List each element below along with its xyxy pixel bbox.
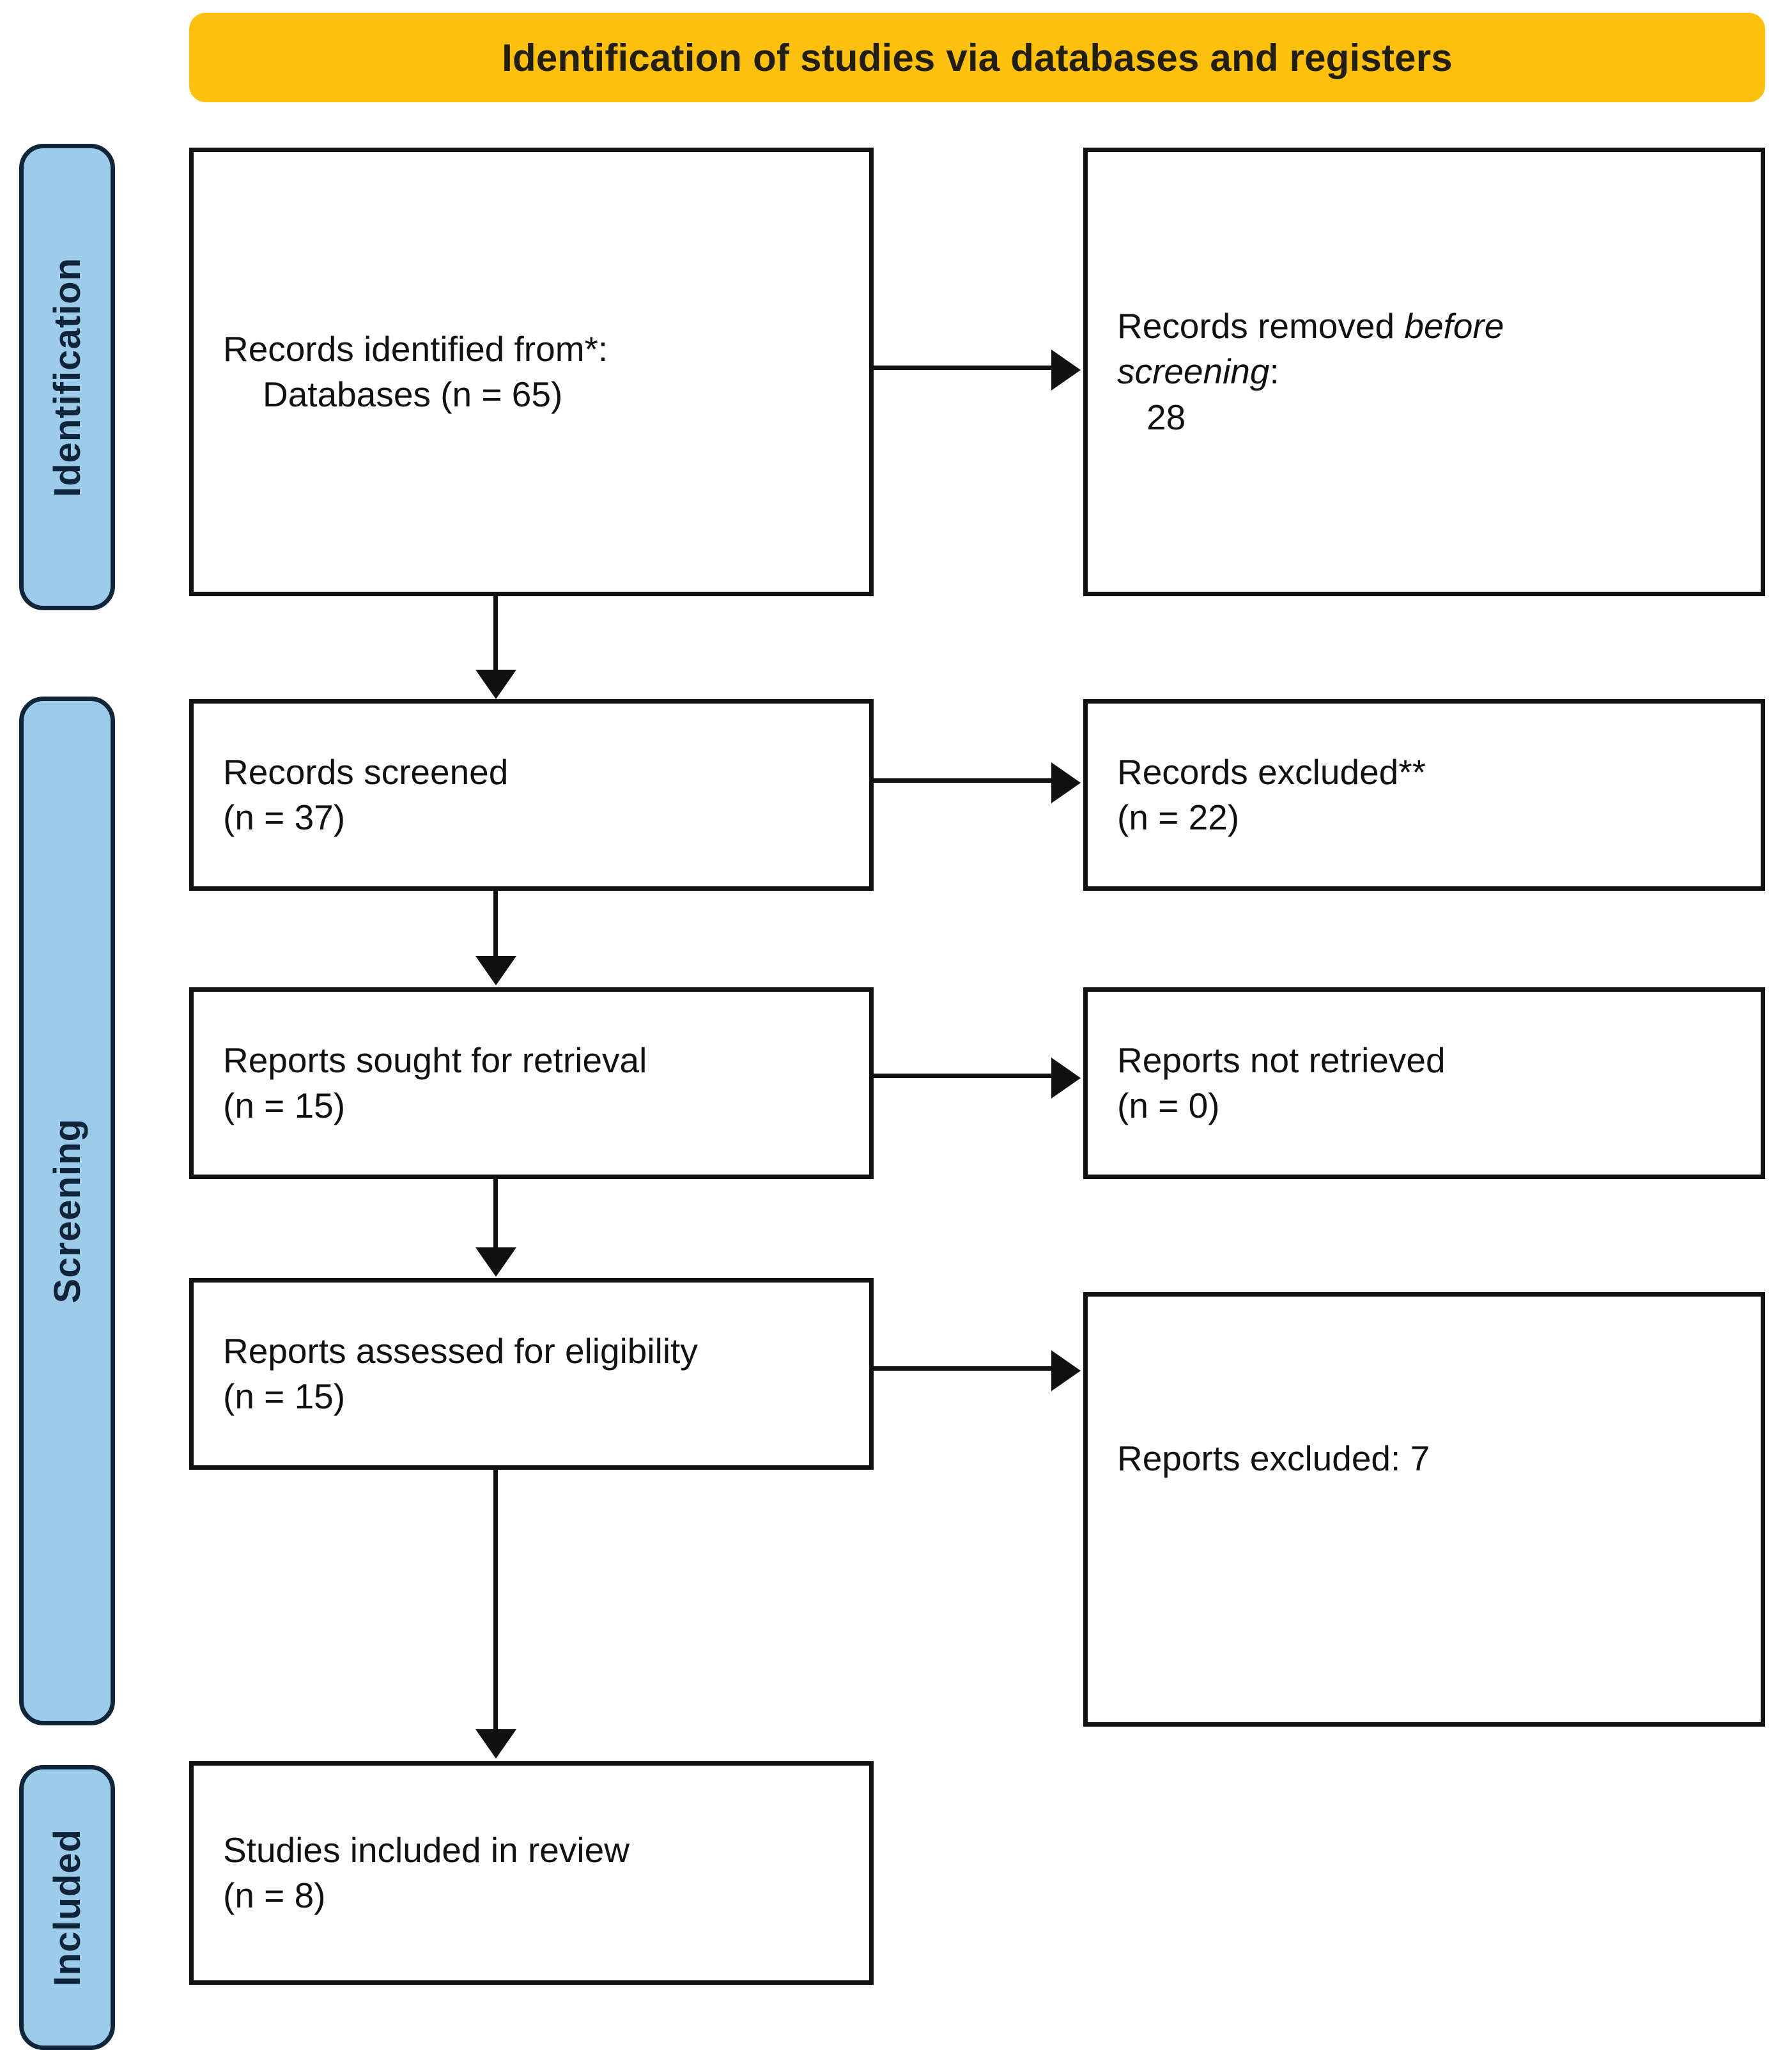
box-reports-sought: Reports sought for retrieval (n = 15) xyxy=(189,987,874,1179)
stage-label-included: Included xyxy=(19,1765,115,2050)
box-records-identified: Records identified from*: Databases (n =… xyxy=(189,148,874,596)
stage-label-screening: Screening xyxy=(19,697,115,1725)
box-records-excluded: Records excluded** (n = 22) xyxy=(1083,699,1765,891)
box-reports-assessed-line2: (n = 15) xyxy=(223,1376,346,1416)
box-reports-assessed: Reports assessed for eligibility (n = 15… xyxy=(189,1278,874,1470)
arrowhead-sought-to-not-retrieved xyxy=(1051,1058,1081,1098)
connector-screened-to-excluded xyxy=(874,778,1054,783)
box-records-removed-line2-tail: : xyxy=(1269,351,1279,392)
connector-identified-to-removed xyxy=(874,366,1054,370)
box-studies-included: Studies included in review (n = 8) xyxy=(189,1761,874,1985)
box-studies-included-line2: (n = 8) xyxy=(223,1876,326,1915)
box-records-removed-line1-italic: before xyxy=(1404,305,1504,346)
stage-label-identification-text: Identification xyxy=(46,257,88,497)
box-records-identified-line1: Records identified from*: xyxy=(223,328,608,369)
box-reports-not-retrieved-line1: Reports not retrieved xyxy=(1117,1040,1446,1080)
diagram-header-banner: Identification of studies via databases … xyxy=(189,13,1765,102)
box-records-removed-line1: Records removed before xyxy=(1117,304,1731,350)
connector-assessed-to-reports-excluded xyxy=(874,1366,1054,1371)
box-records-removed-line3: 28 xyxy=(1147,397,1186,437)
box-reports-sought-line2: (n = 15) xyxy=(223,1086,346,1125)
box-records-screened-line2: (n = 37) xyxy=(223,798,346,837)
connector-screened-to-sought xyxy=(493,891,498,958)
box-records-screened: Records screened (n = 37) xyxy=(189,699,874,891)
arrowhead-sought-to-assessed xyxy=(475,1247,516,1277)
connector-sought-to-assessed xyxy=(493,1179,498,1249)
box-reports-sought-line1: Reports sought for retrieval xyxy=(223,1040,647,1080)
arrowhead-assessed-to-reports-excluded xyxy=(1051,1350,1081,1391)
box-records-removed-line2: screening: xyxy=(1117,349,1731,395)
box-studies-included-line1: Studies included in review xyxy=(223,1830,630,1870)
stage-label-identification: Identification xyxy=(19,144,115,610)
arrowhead-identified-to-screened xyxy=(475,670,516,699)
box-records-excluded-line2: (n = 22) xyxy=(1117,798,1240,837)
box-reports-not-retrieved-line2: (n = 0) xyxy=(1117,1086,1220,1125)
connector-identified-to-screened xyxy=(493,596,498,672)
box-reports-assessed-line1: Reports assessed for eligibility xyxy=(223,1330,698,1371)
box-records-screened-line1: Records screened xyxy=(223,751,509,792)
box-reports-excluded-line1: Reports excluded: 7 xyxy=(1117,1438,1430,1478)
box-records-excluded-line1: Records excluded** xyxy=(1117,751,1426,792)
stage-label-screening-text: Screening xyxy=(46,1118,88,1304)
box-reports-not-retrieved: Reports not retrieved (n = 0) xyxy=(1083,987,1765,1179)
stage-label-included-text: Included xyxy=(46,1828,88,1987)
connector-assessed-to-included xyxy=(493,1470,498,1730)
arrowhead-screened-to-excluded xyxy=(1051,762,1081,803)
arrowhead-screened-to-sought xyxy=(475,956,516,985)
box-records-removed-line1-plain: Records removed xyxy=(1117,305,1405,346)
diagram-title: Identification of studies via databases … xyxy=(502,36,1453,79)
connector-sought-to-not-retrieved xyxy=(874,1074,1054,1078)
arrowhead-identified-to-removed xyxy=(1051,350,1081,390)
box-records-removed: Records removed before screening: 28 xyxy=(1083,148,1765,596)
arrowhead-assessed-to-included xyxy=(475,1729,516,1759)
box-reports-excluded: Reports excluded: 7 xyxy=(1083,1292,1765,1727)
box-records-removed-line2-italic: screening xyxy=(1117,351,1270,392)
box-records-identified-line2: Databases (n = 65) xyxy=(263,374,563,414)
